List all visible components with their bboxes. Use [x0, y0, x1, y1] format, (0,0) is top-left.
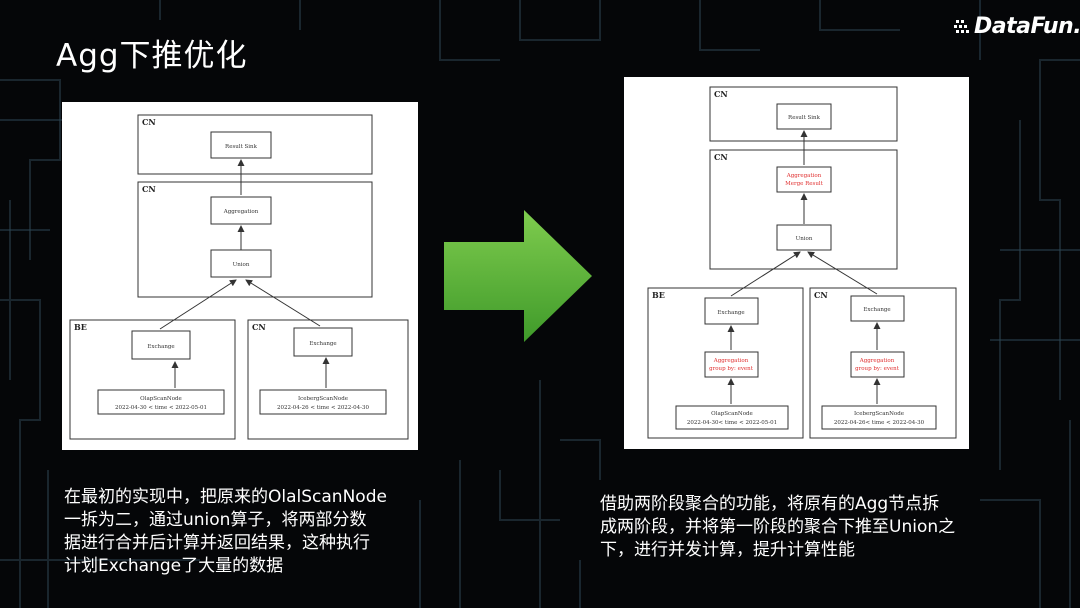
caption-line: 借助两阶段聚合的功能，将原有的Agg节点拆 [600, 494, 940, 514]
node-union: Union [776, 224, 832, 251]
node-filter: 2022-04-26< time < 2022-04-30 [834, 420, 925, 426]
left-execution-plan-diagram: CN CN BE CN Result Sink Aggregation Unio… [69, 114, 409, 440]
node-filter: 2022-04-26 < time < 2022-04-30 [277, 405, 370, 411]
node-label: Aggregation [713, 358, 749, 364]
slide-title: Agg下推优化 [56, 38, 248, 74]
node-iceberg-scan: IcebergScanNode 2022-04-26< time < 2022-… [821, 405, 937, 430]
node-aggregation-be: Aggregation group by: event [704, 351, 759, 378]
caption-line: 据进行合并后计算并返回结果，这种执行 [64, 533, 370, 553]
region-cn-mid [137, 181, 373, 298]
node-label: Union [796, 236, 813, 242]
right-arrow-icon [444, 210, 592, 342]
left-caption: 在最初的实现中，把原来的OlalScanNode 一拆为二，通过union算子，… [64, 486, 454, 578]
region-label-be: BE [652, 290, 665, 300]
node-exchange-cn: Exchange [293, 327, 353, 357]
node-result-sink: Result Sink [776, 103, 832, 130]
datafun-dots-icon [954, 20, 969, 33]
node-result-sink: Result Sink [210, 131, 272, 159]
right-execution-plan-diagram: CN CN BE CN Result Sink Aggregation Merg… [647, 86, 957, 439]
node-label: IcebergScanNode [298, 396, 348, 402]
region-label-be: BE [74, 322, 87, 332]
node-olap-scan: OlapScanNode 2022-04-30 < time < 2022-05… [97, 389, 225, 415]
caption-line: 计划Exchange了大量的数据 [64, 556, 284, 576]
right-diagram-panel: CN CN BE CN Result Sink Aggregation Merg… [624, 77, 969, 449]
region-be [69, 319, 236, 440]
node-label: Aggregation [786, 173, 822, 179]
node-label-sub: Merge Result [785, 181, 824, 187]
node-label-sub: group by: event [709, 366, 754, 372]
node-aggregation-cn: Aggregation group by: event [850, 351, 905, 378]
node-label: Exchange [309, 341, 336, 347]
node-label: Exchange [863, 307, 890, 313]
caption-line: 一拆为二，通过union算子，将两部分数 [64, 510, 367, 530]
right-edges [727, 130, 881, 404]
node-iceberg-scan: IcebergScanNode 2022-04-26 < time < 2022… [259, 389, 387, 415]
node-label-sub: group by: event [855, 366, 900, 372]
region-cn-bottom [809, 287, 957, 439]
node-label: Result Sink [225, 144, 258, 150]
left-diagram-panel: CN CN BE CN Result Sink Aggregation Unio… [62, 102, 418, 450]
node-aggregation-merge: Aggregation Merge Result [776, 166, 832, 193]
caption-line: 在最初的实现中，把原来的OlalScanNode [64, 487, 387, 507]
caption-line: 成两阶段，并将第一阶段的聚合下推至Union之 [600, 517, 956, 537]
logo-text: DataFun. [974, 14, 1080, 39]
node-label: Union [233, 262, 250, 268]
node-label: Result Sink [788, 115, 821, 121]
node-filter: 2022-04-30 < time < 2022-05-01 [115, 405, 207, 411]
region-label-cn-bottom: CN [814, 290, 828, 300]
node-olap-scan: OlapScanNode 2022-04-30< time < 2022-05-… [675, 405, 789, 430]
region-label-cn-mid: CN [142, 184, 156, 194]
region-label-cn-top: CN [714, 89, 728, 99]
node-label: Exchange [717, 310, 744, 316]
datafun-logo: DataFun. [952, 12, 1080, 42]
caption-line: 下，进行并发计算，提升计算性能 [600, 540, 855, 560]
node-label: Aggregation [223, 209, 259, 215]
region-cn-bottom [247, 319, 409, 440]
node-union: Union [210, 249, 272, 278]
node-aggregation: Aggregation [210, 196, 272, 225]
right-caption: 借助两阶段聚合的功能，将原有的Agg节点拆 成两阶段，并将第一阶段的聚合下推至U… [600, 493, 1030, 562]
node-label: Exchange [147, 344, 174, 350]
node-exchange-be: Exchange [131, 330, 191, 360]
region-label-cn-top: CN [142, 117, 156, 127]
region-label-cn-bottom: CN [252, 322, 266, 332]
node-label: IcebergScanNode [854, 411, 904, 417]
region-label-cn-mid: CN [714, 152, 728, 162]
region-be [647, 287, 804, 439]
node-exchange-be: Exchange [704, 297, 759, 325]
node-label: Aggregation [859, 358, 895, 364]
node-label: OlapScanNode [140, 396, 182, 402]
node-filter: 2022-04-30< time < 2022-05-01 [687, 420, 777, 426]
region-cn-top [137, 114, 373, 175]
left-edges [159, 159, 330, 388]
node-exchange-cn: Exchange [850, 295, 905, 322]
node-label: OlapScanNode [711, 411, 753, 417]
